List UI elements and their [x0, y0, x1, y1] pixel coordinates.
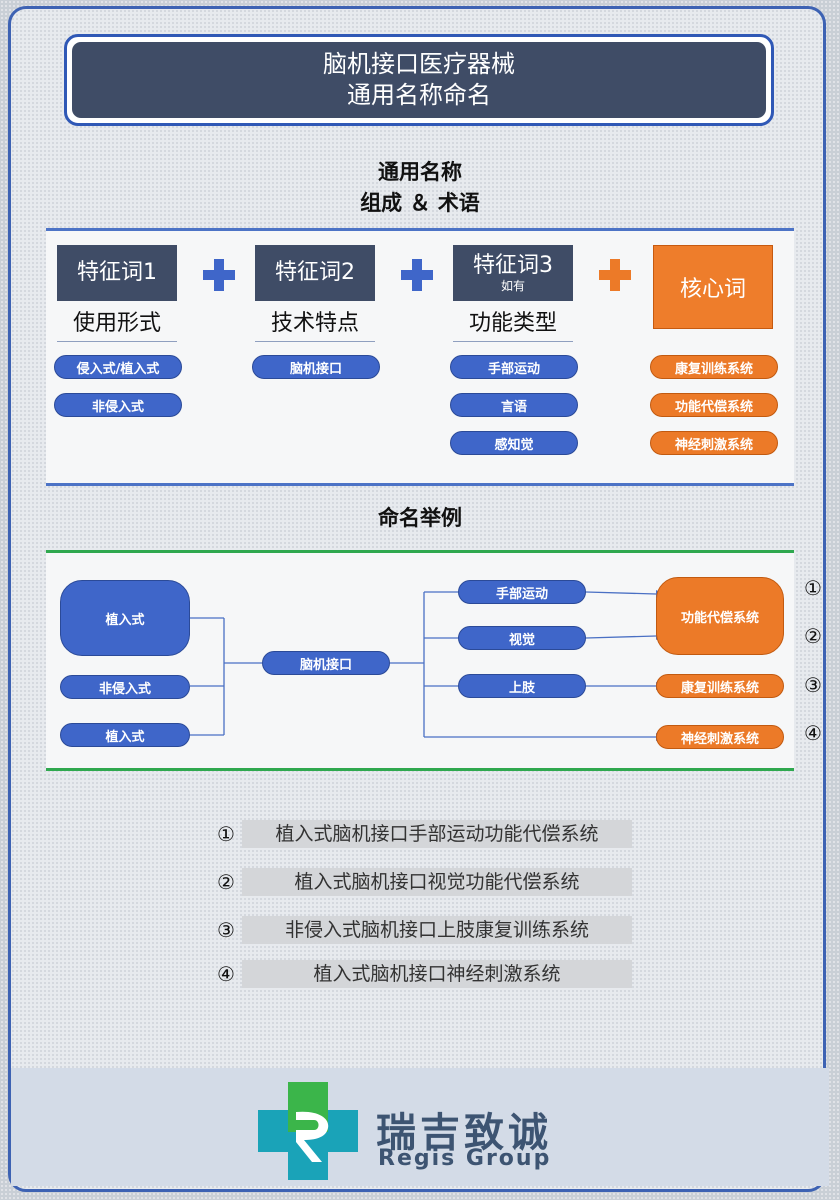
feature-word-3-box: 特征词3 如有	[453, 245, 573, 301]
examples-heading: 命名举例	[378, 506, 462, 530]
example-number: ③	[217, 918, 235, 942]
feature-2-label: 技术特点	[255, 305, 375, 342]
core-node-stimulation: 神经刺激系统	[656, 725, 784, 749]
example-text: 植入式脑机接口手部运动功能代偿系统	[242, 820, 632, 848]
plus-icon	[599, 259, 631, 291]
footer-band	[11, 1068, 829, 1186]
title-inner: 脑机接口医疗器械 通用名称命名	[72, 42, 766, 118]
example-row: ④ 植入式脑机接口神经刺激系统	[214, 960, 634, 988]
left-node-implanted-2: 植入式	[60, 723, 190, 747]
feature-word-1-box: 特征词1	[57, 245, 177, 301]
function-node-hand: 手部运动	[458, 580, 586, 604]
middle-node-bci: 脑机接口	[262, 651, 390, 675]
marker-1: ①	[804, 576, 822, 600]
example-text: 植入式脑机接口神经刺激系统	[242, 960, 632, 988]
function-node-limb: 上肢	[458, 674, 586, 698]
composition-heading-line-2: 组成 ＆ 术语	[360, 191, 480, 215]
examples-panel: 植入式 非侵入式 植入式 脑机接口 手部运动 视觉 上肢 功能代偿系统 康复训练…	[46, 550, 794, 771]
feature-word-3-note: 如有	[500, 279, 525, 293]
feature-word-3: 特征词3	[473, 253, 553, 278]
brand-logo-icon	[258, 1082, 358, 1180]
core-item: 功能代偿系统	[650, 393, 778, 417]
core-node-rehab: 康复训练系统	[656, 674, 784, 698]
marker-3: ③	[804, 673, 822, 697]
feature-1-item: 非侵入式	[54, 393, 182, 417]
feature-3-item: 感知觉	[450, 431, 578, 455]
example-text: 非侵入式脑机接口上肢康复训练系统	[242, 916, 632, 944]
feature-word-2-box: 特征词2	[255, 245, 375, 301]
example-text: 植入式脑机接口视觉功能代偿系统	[242, 868, 632, 896]
example-number: ②	[217, 870, 235, 894]
feature-3-item: 言语	[450, 393, 578, 417]
example-row: ② 植入式脑机接口视觉功能代偿系统	[214, 868, 634, 896]
feature-word-2: 特征词2	[275, 260, 355, 285]
plus-icon	[401, 259, 433, 291]
core-item: 神经刺激系统	[650, 431, 778, 455]
title-line-1: 脑机接口医疗器械	[323, 50, 515, 78]
example-row: ① 植入式脑机接口手部运动功能代偿系统	[214, 820, 634, 848]
core-item: 康复训练系统	[650, 355, 778, 379]
feature-1-label: 使用形式	[57, 305, 177, 342]
core-node-compensation: 功能代偿系统	[656, 577, 784, 655]
feature-2-item: 脑机接口	[252, 355, 380, 379]
brand-name-en: Regis Group	[378, 1146, 552, 1171]
example-number: ①	[217, 822, 235, 846]
core-word: 核心词	[679, 277, 746, 302]
core-word-box: 核心词	[653, 245, 773, 329]
feature-3-item: 手部运动	[450, 355, 578, 379]
feature-3-label: 功能类型	[453, 305, 573, 342]
title-line-2: 通用名称命名	[347, 81, 491, 109]
feature-word-1: 特征词1	[77, 260, 157, 285]
function-node-vision: 视觉	[458, 626, 586, 650]
title-banner: 脑机接口医疗器械 通用名称命名	[64, 34, 774, 126]
example-number: ④	[217, 962, 235, 986]
brand-name-cn: 瑞吉致诚	[376, 1110, 552, 1156]
example-row: ③ 非侵入式脑机接口上肢康复训练系统	[214, 916, 634, 944]
plus-icon	[203, 259, 235, 291]
marker-4: ④	[804, 721, 822, 745]
left-node-noninvasive: 非侵入式	[60, 675, 190, 699]
composition-panel: 特征词1 使用形式 侵入式/植入式 非侵入式 特征词2 技术特点 脑机接口 特征…	[46, 228, 794, 486]
left-node-implanted: 植入式	[60, 580, 190, 656]
marker-2: ②	[804, 624, 822, 648]
composition-heading-line-1: 通用名称	[378, 160, 462, 184]
feature-1-item: 侵入式/植入式	[54, 355, 182, 379]
